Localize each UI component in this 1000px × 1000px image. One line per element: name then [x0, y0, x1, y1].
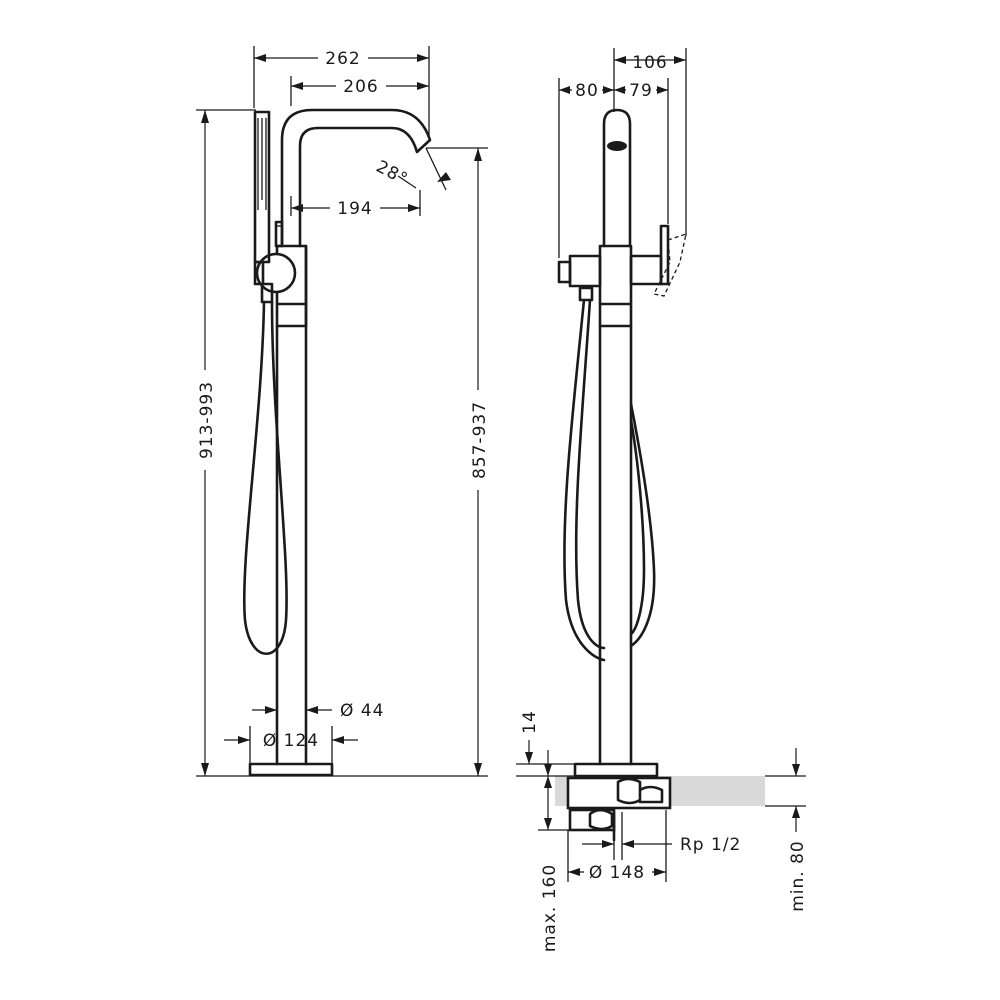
dim-913-993: 913-993 [197, 381, 217, 459]
front-mixer-body [598, 244, 633, 328]
dim-min-80: min. 80 [788, 840, 808, 912]
front-spout [602, 108, 632, 248]
base-plate [248, 762, 334, 777]
dim-206: 206 [343, 77, 378, 97]
dim-80: 80 [575, 81, 599, 101]
dim-max-160: max. 160 [540, 864, 560, 952]
dim-857-937: 857-937 [470, 401, 490, 479]
dim-dia-124: Ø 124 [263, 731, 319, 751]
lever-swing [653, 233, 687, 297]
shower-hose [242, 300, 288, 656]
dim-dia-44: Ø 44 [340, 701, 384, 721]
dim-79: 79 [629, 81, 653, 101]
front-knob-left [568, 254, 602, 288]
dim-28deg: 28° [373, 157, 412, 190]
shower-holder [260, 282, 274, 304]
dim-rp-half: Rp 1/2 [680, 835, 741, 855]
dim-14: 14 [520, 710, 540, 734]
front-base-plate [573, 762, 659, 778]
dim-262: 262 [325, 49, 360, 69]
front-lever [629, 254, 663, 286]
spout-outlet [607, 141, 627, 151]
dim-106: 106 [632, 53, 667, 73]
side-view: 262 206 28° 194 913-993 857-937 [193, 46, 490, 777]
spout [280, 108, 432, 248]
hand-shower [253, 110, 271, 264]
dim-dia-148: Ø 148 [589, 863, 645, 883]
front-hose [563, 298, 606, 662]
front-view: 106 80 79 14 max. 160 min. 80 [516, 48, 808, 952]
handle-knob [255, 252, 297, 294]
dim-194: 194 [337, 199, 372, 219]
